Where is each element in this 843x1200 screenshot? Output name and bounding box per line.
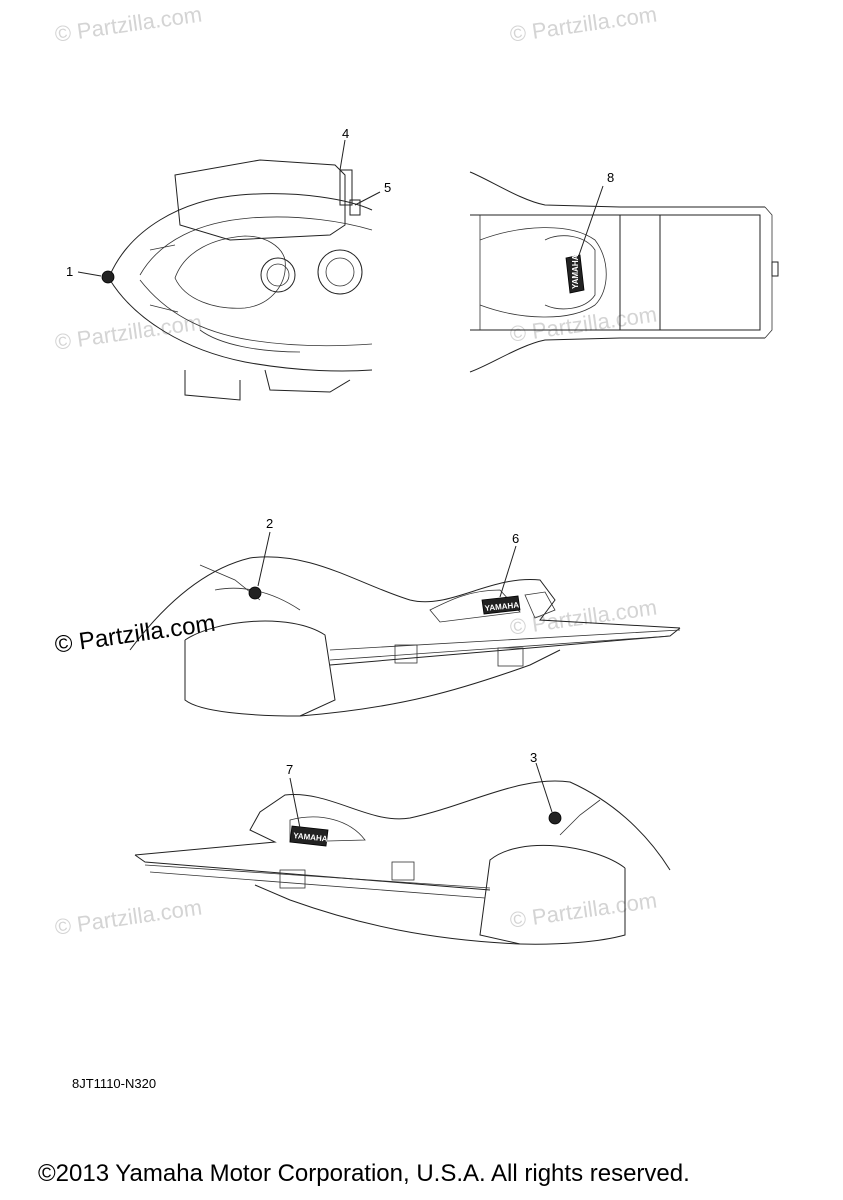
top-view-front	[77, 139, 381, 401]
yamaha-decal: YAMAHA	[571, 254, 580, 289]
yamaha-decal: YAMAHA	[293, 831, 328, 844]
callout-2: 2	[266, 516, 274, 531]
callout-5: 5	[384, 180, 392, 195]
callout-7: 7	[286, 762, 294, 777]
callout-8: 8	[607, 170, 615, 185]
side-view-left: YAMAHA	[129, 531, 681, 717]
callout-6: 6	[512, 531, 520, 546]
callout-3: 3	[530, 750, 538, 765]
top-view-rear: YAMAHA	[469, 171, 779, 373]
copyright-notice: ©2013 Yamaha Motor Corporation, U.S.A. A…	[38, 1160, 690, 1187]
yamaha-decal: YAMAHA	[484, 600, 519, 613]
callout-1: 1	[66, 264, 74, 279]
diagram-code: 8JT1110-N320	[72, 1076, 157, 1091]
callout-4: 4	[342, 126, 350, 141]
side-view-right: YAMAHA	[134, 762, 671, 945]
